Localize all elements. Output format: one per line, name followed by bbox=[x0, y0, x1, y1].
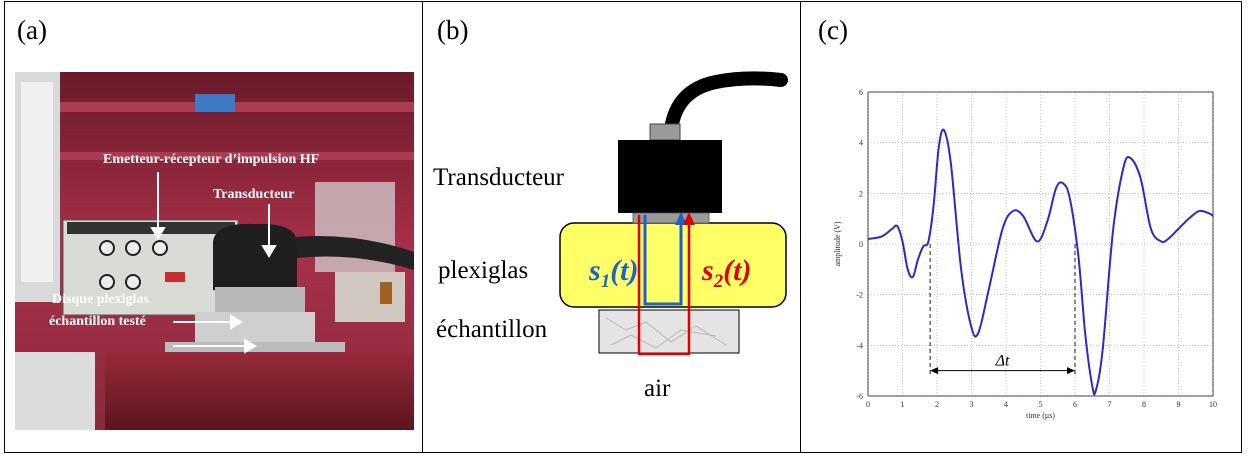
x-tick-label: 7 bbox=[1108, 400, 1112, 409]
s1-arrowhead bbox=[675, 212, 687, 225]
x-tick-label: 2 bbox=[935, 400, 939, 409]
sample-annotation: échantillon testé bbox=[49, 314, 146, 329]
connector bbox=[649, 123, 681, 141]
figure-frame bbox=[4, 1, 1242, 453]
transducer-face bbox=[632, 212, 710, 224]
cable bbox=[664, 71, 788, 137]
sample-label: échantillon bbox=[436, 316, 548, 343]
s2-arrowhead bbox=[683, 212, 695, 225]
x-tick-label: 9 bbox=[1177, 400, 1181, 409]
emitter-annotation: Emetteur-récepteur d’impulsion HF bbox=[103, 152, 319, 167]
y-tick-label: 0 bbox=[859, 240, 863, 249]
lab-photo: Emetteur-récepteur d’impulsion HF Transd… bbox=[15, 72, 414, 430]
delta-arrowhead-left bbox=[930, 367, 939, 375]
y-tick-label: -4 bbox=[856, 341, 863, 350]
x-tick-label: 8 bbox=[1142, 400, 1146, 409]
x-tick-label: 0 bbox=[866, 400, 870, 409]
s1-label: s1(t) bbox=[588, 254, 639, 292]
schematic-diagram: s1(t) s2(t) Transducteur plexiglas échan… bbox=[433, 71, 788, 402]
y-tick-label: 6 bbox=[859, 88, 863, 97]
transducer-annotation: Transducteur bbox=[213, 187, 294, 202]
panel-divider-2 bbox=[800, 1, 801, 453]
transducer-label: Transducteur bbox=[433, 164, 565, 191]
transducer-body bbox=[618, 140, 722, 213]
sample-block bbox=[598, 309, 740, 354]
s2-path bbox=[637, 215, 691, 356]
x-tick-label: 5 bbox=[1039, 400, 1043, 409]
x-tick-label: 6 bbox=[1073, 400, 1077, 409]
delta-arrowhead-right bbox=[1067, 367, 1075, 375]
y-tick-label: 2 bbox=[859, 189, 863, 198]
s1-path bbox=[643, 215, 683, 306]
panel-c-label: (c) bbox=[818, 15, 848, 45]
y-tick-label: -6 bbox=[856, 392, 863, 401]
panel-b-label: (b) bbox=[437, 15, 469, 45]
disk-annotation: Disque plexiglas bbox=[52, 292, 149, 307]
y-axis-label: amplitude (V) bbox=[833, 221, 842, 266]
waveform-chart: 0 1 2 3 4 5 6 7 8 9 10 -6 -4 -2 0 2 4 6 time (μs) amplitude… bbox=[833, 88, 1217, 420]
y-tick-label: -2 bbox=[856, 291, 863, 300]
x-tick-label: 4 bbox=[1004, 400, 1008, 409]
waveform-line bbox=[867, 128, 1214, 396]
plexiglas-label: plexiglas bbox=[438, 257, 528, 284]
panel-divider-1 bbox=[422, 1, 423, 453]
panel-a-label: (a) bbox=[17, 15, 47, 45]
x-tick-label: 10 bbox=[1209, 400, 1217, 409]
air-label: air bbox=[644, 375, 671, 402]
delta-t-label: Δt bbox=[995, 353, 1010, 370]
x-tick-label: 3 bbox=[970, 400, 974, 409]
x-axis-label: time (μs) bbox=[1026, 411, 1055, 420]
s2-label: s2(t) bbox=[701, 254, 752, 292]
y-tick-label: 4 bbox=[859, 139, 863, 148]
x-tick-label: 1 bbox=[901, 400, 905, 409]
